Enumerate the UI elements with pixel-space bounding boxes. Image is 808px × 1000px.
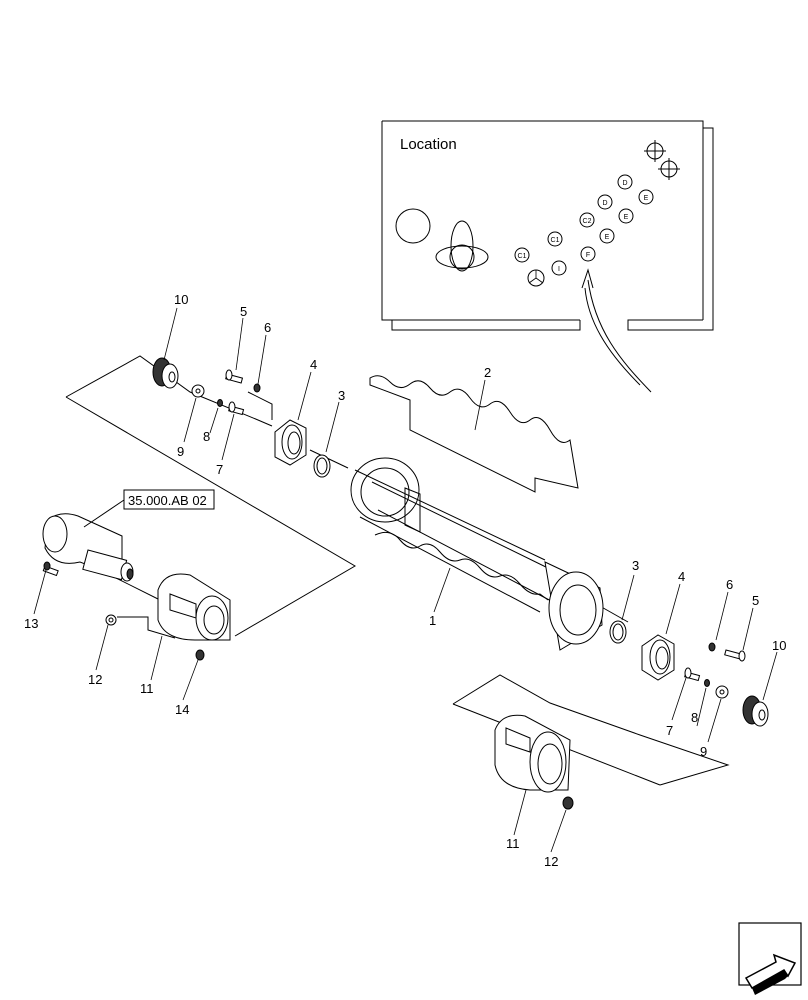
assembly-lines — [65, 355, 730, 786]
location-marker-e3: E — [599, 228, 615, 244]
part-9-washer-left — [191, 384, 205, 398]
next-page-arrow-icon[interactable] — [738, 922, 802, 995]
part-8-nut-right — [704, 679, 710, 687]
location-marker-i: I — [551, 260, 567, 276]
svg-text:F: F — [586, 252, 590, 259]
location-marker-c1-b: C1 — [514, 247, 530, 263]
location-marker-d1: D — [617, 174, 633, 190]
callout-12-left: 12 — [88, 672, 102, 687]
location-marker-c2: C2 — [579, 212, 595, 228]
callout-10-right: 10 — [772, 638, 786, 653]
svg-text:E: E — [605, 234, 610, 241]
callout-6-left: 6 — [264, 320, 271, 335]
location-marker-d2: D — [597, 194, 613, 210]
reference-label[interactable]: 35.000.AB 02 — [83, 489, 215, 528]
callout-5-right: 5 — [752, 593, 759, 608]
part-1-drum — [350, 457, 604, 651]
part-12-nut-left — [105, 614, 117, 626]
part-4-flange-right — [641, 634, 675, 681]
callouts-top-left: 10 5 6 4 3 2 9 8 7 — [174, 292, 491, 477]
part-5-bolt-left — [225, 369, 244, 384]
callout-7-left: 7 — [216, 462, 223, 477]
svg-text:C2: C2 — [583, 218, 592, 225]
callout-8-left: 8 — [203, 429, 210, 444]
location-inset: Location D D E — [381, 120, 714, 393]
part-11-housing-left — [157, 573, 231, 641]
location-marker-c1-a: C1 — [547, 231, 563, 247]
callout-8-right: 8 — [691, 710, 698, 725]
location-marker-e1: E — [638, 189, 654, 205]
callout-4-left: 4 — [310, 357, 317, 372]
callout-6-right: 6 — [726, 577, 733, 592]
part-8-nut-left — [217, 399, 223, 407]
callout-3-right: 3 — [632, 558, 639, 573]
part-7-bolt-left — [228, 401, 245, 416]
location-pointer-arrow — [581, 268, 652, 393]
location-dial-2-icon — [658, 158, 680, 180]
callout-10-left: 10 — [174, 292, 188, 307]
svg-text:C1: C1 — [551, 237, 560, 244]
location-dial-1-icon — [644, 140, 666, 162]
part-6-nut-right — [708, 642, 716, 652]
location-triangle-icon — [527, 269, 545, 287]
svg-text:D: D — [602, 200, 607, 207]
svg-text:35.000.AB 02: 35.000.AB 02 — [128, 493, 207, 508]
part-6-nut-left — [253, 383, 261, 393]
location-joystick-icon — [435, 220, 489, 272]
part-10-pulley-right — [742, 695, 769, 727]
part-3-oring-left — [313, 454, 331, 478]
part-10-pulley-left — [152, 357, 179, 389]
callout-7-right: 7 — [666, 723, 673, 738]
part-4-flange-left — [274, 419, 307, 466]
part-13-screw — [42, 561, 59, 577]
part-9-washer-right — [715, 685, 729, 699]
callout-13: 13 — [24, 616, 38, 631]
location-wheel-icon — [395, 208, 431, 244]
callout-5-left: 5 — [240, 304, 247, 319]
callout-3-left: 3 — [338, 388, 345, 403]
svg-text:E: E — [624, 214, 629, 221]
part-11-housing-right — [494, 714, 571, 793]
svg-text:C1: C1 — [518, 253, 527, 260]
callout-9-left: 9 — [177, 444, 184, 459]
callout-leaders — [33, 307, 778, 853]
callout-9-right: 9 — [700, 744, 707, 759]
part-2-wave-strip — [369, 375, 579, 493]
callout-11-left: 11 — [140, 681, 154, 696]
part-5-bolt-right — [724, 649, 746, 662]
callout-14: 14 — [175, 702, 189, 717]
callout-4-right: 4 — [678, 569, 685, 584]
callout-11-right: 11 — [506, 836, 520, 851]
callout-12-right: 12 — [544, 854, 558, 869]
part-12-nut-right — [562, 796, 574, 810]
callouts-middle: 13 12 11 14 1 — [24, 613, 436, 717]
part-motor — [42, 513, 134, 582]
location-marker-f: F — [580, 246, 596, 262]
callout-1: 1 — [429, 613, 436, 628]
part-3-oring-right — [609, 620, 627, 644]
callout-2: 2 — [484, 365, 491, 380]
svg-text:I: I — [558, 266, 560, 273]
svg-text:E: E — [644, 195, 649, 202]
location-title: Location — [400, 136, 457, 153]
part-7-bolt-right — [684, 667, 701, 682]
part-14-nut — [195, 649, 205, 661]
location-marker-e2: E — [618, 208, 634, 224]
svg-text:D: D — [622, 180, 627, 187]
callouts-right: 3 4 6 5 10 7 8 9 11 12 — [506, 558, 786, 869]
